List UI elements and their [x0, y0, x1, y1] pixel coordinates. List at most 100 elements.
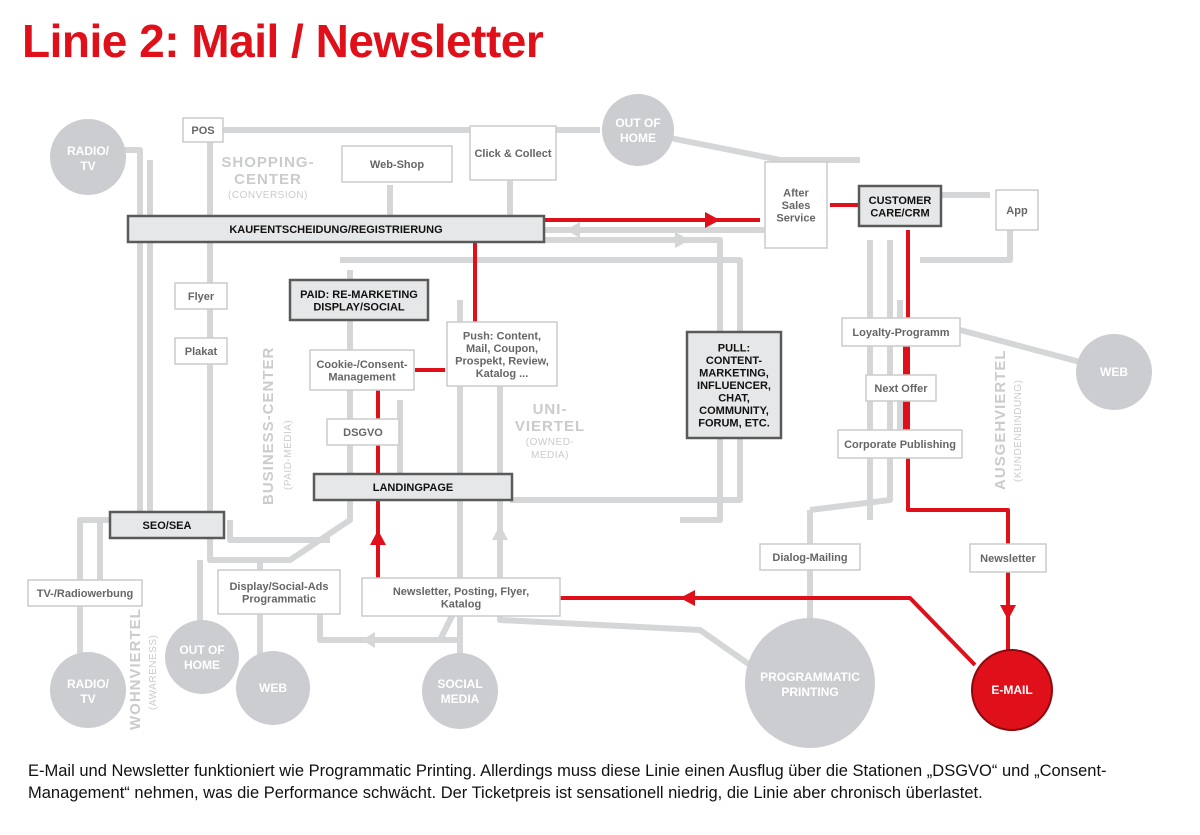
- circle-programmatic-printing-line2: PRINTING: [781, 685, 838, 699]
- station-seo-sea: SEO/SEA: [108, 510, 226, 540]
- circle-out-of-home-top: OUT OF HOME: [602, 94, 674, 166]
- station-box: [361, 577, 561, 617]
- circle-web-bottom-line1: WEB: [259, 681, 287, 695]
- station-plakat: Plakat: [174, 337, 228, 365]
- district-business-sub: (PAID-MEDIA): [283, 420, 294, 490]
- station-label: Dialog-Mailing: [772, 552, 847, 564]
- district-business-line1: BUSINESS-CENTER: [260, 347, 277, 505]
- circle-email: E-MAIL: [971, 649, 1053, 731]
- station-label: FORUM, ETC.: [698, 418, 770, 430]
- station-box: [288, 278, 430, 322]
- station-box: [759, 543, 861, 571]
- station-click-collect: Click & Collect: [469, 125, 557, 181]
- station-label: DSGVO: [343, 427, 383, 439]
- station-label: CARE/CRM: [870, 207, 929, 219]
- circle-social-media-line2: MEDIA: [441, 692, 480, 706]
- station-box: [182, 117, 224, 143]
- district-uni-line1: UNI-: [533, 401, 568, 418]
- station-box: [469, 125, 557, 181]
- station-next-offer: Next Offer: [865, 374, 937, 402]
- district-wohn-sub: (AWARENESS): [148, 635, 159, 710]
- station-label: Display/Social-Ads: [229, 581, 328, 593]
- station-newsletter-posting: Newsletter, Posting, Flyer,Katalog: [361, 577, 561, 617]
- station-label: SEO/SEA: [143, 520, 192, 532]
- circle-out-of-home-bottom: OUT OF HOME: [165, 620, 239, 694]
- station-box: [217, 569, 341, 615]
- station-label: Service: [776, 213, 815, 225]
- station-pull: PULL:CONTENT-MARKETING,INFLUENCER,CHAT,C…: [685, 330, 783, 440]
- station-label: INFLUENCER,: [697, 380, 771, 392]
- station-label: POS: [191, 125, 214, 137]
- station-label: Programmatic: [242, 593, 316, 605]
- station-label: Mail, Coupon,: [466, 343, 538, 355]
- station-box: [312, 472, 514, 502]
- red-arrows: [370, 212, 1016, 620]
- circle-radio-tv-top: RADIO/ TV: [50, 119, 126, 195]
- circle-radio-tv-bottom-line1: RADIO/: [67, 677, 110, 691]
- station-tv-radiowerbung: TV-/Radiowerbung: [27, 579, 143, 607]
- circle-programmatic-printing-line1: PROGRAMMATIC: [760, 670, 860, 684]
- district-shopping-line2: CENTER: [234, 171, 302, 188]
- district-shopping: SHOPPING- CENTER (CONVERSION): [221, 154, 314, 201]
- circle-social-media: SOCIAL MEDIA: [422, 653, 498, 729]
- station-label: Cookie-/Consent-: [316, 359, 407, 371]
- station-label: Web-Shop: [370, 159, 424, 171]
- district-wohn: WOHNVIERTEL (AWARENESS): [127, 608, 159, 730]
- station-label: Katalog: [441, 598, 481, 610]
- circle-programmatic-printing: PROGRAMMATIC PRINTING: [745, 618, 875, 748]
- station-label: Next Offer: [874, 383, 928, 395]
- station-label: CHAT,: [718, 393, 750, 405]
- station-box: [126, 214, 546, 244]
- circle-out-of-home-top-line1: OUT OF: [615, 116, 660, 130]
- station-label: MARKETING,: [699, 368, 769, 380]
- district-uni-sub2: MEDIA): [531, 450, 569, 461]
- station-pos: POS: [182, 117, 224, 143]
- station-box: [309, 349, 415, 391]
- station-box: [108, 510, 226, 540]
- circle-radio-tv-bottom-line2: TV: [80, 692, 95, 706]
- station-corporate-publishing: Corporate Publishing: [837, 429, 963, 459]
- station-label: KAUFENTSCHEIDUNG/REGISTRIERUNG: [229, 224, 442, 236]
- circle-web-right-line1: WEB: [1100, 365, 1128, 379]
- station-label: App: [1006, 205, 1028, 217]
- station-label: Click & Collect: [474, 148, 551, 160]
- station-dsgvo: DSGVO: [326, 418, 400, 446]
- station-box: [27, 579, 143, 607]
- district-uni: UNI- VIERTEL (OWNED- MEDIA): [515, 401, 584, 461]
- page-title: Linie 2: Mail / Newsletter: [22, 15, 544, 67]
- station-dialog-mailing: Dialog-Mailing: [759, 543, 861, 571]
- station-label: Flyer: [188, 291, 215, 303]
- circle-web-right: WEB: [1076, 334, 1152, 410]
- station-box: [841, 317, 961, 347]
- district-wohn-line1: WOHNVIERTEL: [127, 608, 144, 730]
- district-shopping-line1: SHOPPING-: [221, 154, 314, 171]
- station-push: Push: Content,Mail, Coupon,Prospekt, Rev…: [446, 321, 558, 387]
- circle-out-of-home-top-line2: HOME: [620, 131, 656, 145]
- circle-web-bottom: WEB: [236, 651, 310, 725]
- station-label: Sales: [782, 200, 811, 212]
- caption-text: E-Mail und Newsletter funktioniert wie P…: [28, 762, 1107, 802]
- station-label: Newsletter: [980, 553, 1036, 565]
- station-cookie: Cookie-/Consent-Management: [309, 349, 415, 391]
- district-uni-sub1: (OWNED-: [526, 437, 575, 448]
- station-label: Corporate Publishing: [844, 439, 956, 451]
- station-label: COMMUNITY,: [699, 405, 769, 417]
- station-label: Push: Content,: [463, 330, 541, 342]
- station-label: Loyalty-Programm: [852, 327, 949, 339]
- circle-out-of-home-bottom-line2: HOME: [184, 658, 220, 672]
- station-box: [764, 161, 828, 249]
- station-label: Plakat: [185, 346, 218, 358]
- station-landingpage: LANDINGPAGE: [312, 472, 514, 502]
- district-ausgeh-sub: (KUNDENBINDUNG): [1013, 380, 1024, 483]
- station-box: [446, 321, 558, 387]
- station-box: [341, 145, 453, 183]
- station-label: Katalog ...: [476, 368, 529, 380]
- station-app: App: [995, 189, 1039, 231]
- station-label: Prospekt, Review,: [455, 355, 549, 367]
- station-label: LANDINGPAGE: [373, 482, 453, 494]
- station-label: TV-/Radiowerbung: [37, 588, 134, 600]
- station-label: PAID: RE-MARKETING: [300, 289, 418, 301]
